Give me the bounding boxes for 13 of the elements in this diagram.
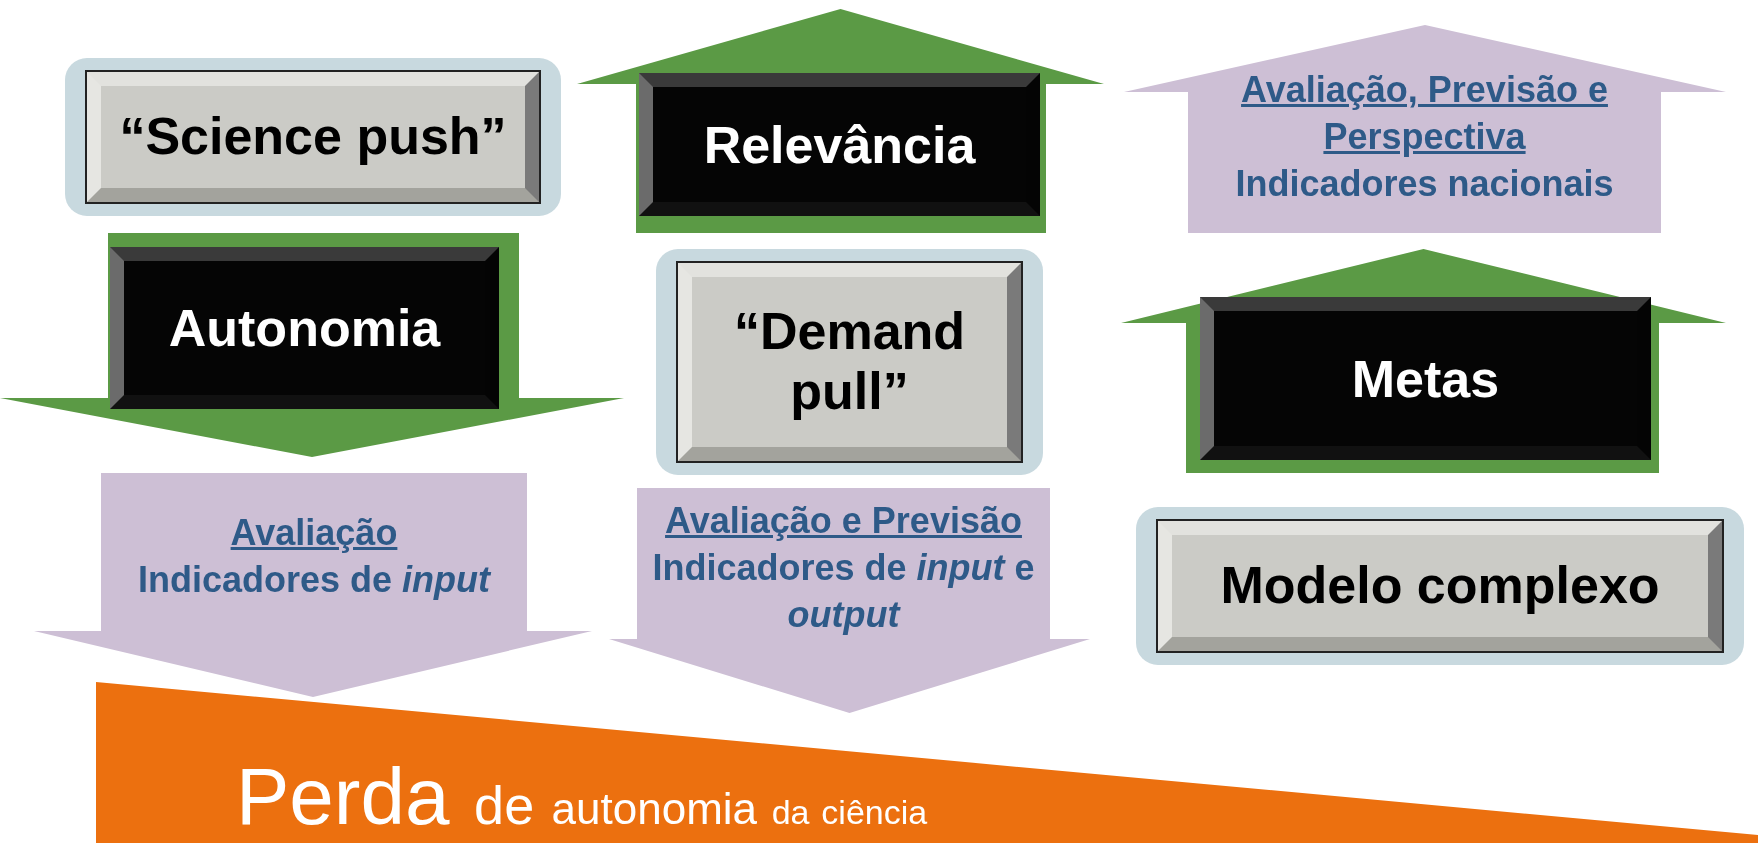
heading-text: Avaliação (230, 511, 398, 556)
bevel-label-box: Autonomia (110, 247, 499, 409)
bevel-label-box: Relevância (639, 73, 1040, 216)
bevel-label-box: “Science push” (87, 72, 539, 202)
body-text: Indicadores de input e output (651, 546, 1036, 637)
heading-text: Avaliação e Previsão (665, 499, 1022, 544)
bevel-label-box: Modelo complexo (1158, 521, 1722, 651)
bevel-label-box: Metas (1200, 297, 1651, 460)
banner-text: Perda de autonomia da ciência (236, 757, 928, 837)
body-text: Indicadores nacionais (1235, 161, 1614, 206)
body-text: Indicadores de input (137, 558, 490, 602)
heading-text: Avaliação, Previsão e Perspectiva (1240, 68, 1609, 160)
bevel-label-box: “Demand pull” (678, 263, 1021, 461)
